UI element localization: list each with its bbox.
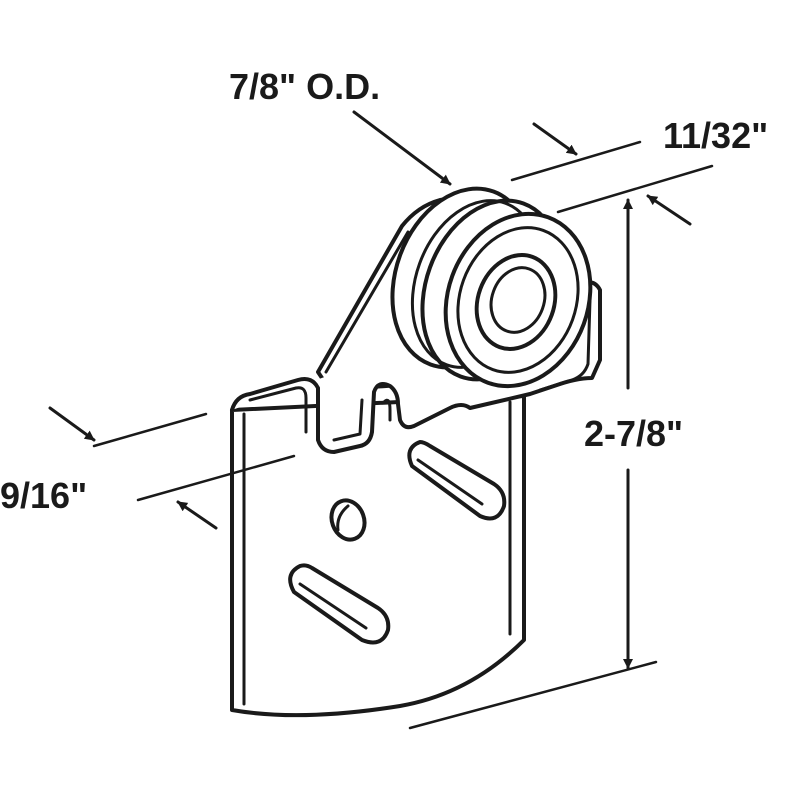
depth-extension-line-1 (92, 412, 208, 448)
overall-height-label: 2-7/8" (584, 413, 684, 454)
od-leader-arrow (352, 110, 452, 186)
bracket-plate (230, 394, 526, 718)
lower-slot (288, 563, 391, 645)
roller-diameter-label: 7/8" O.D. (229, 66, 381, 107)
width-extension-line-1 (510, 140, 642, 182)
roller-width-label: 11/32" (663, 115, 769, 156)
bracket-depth-label: 9/16" (0, 475, 88, 516)
roller-wheel (390, 186, 593, 389)
width-arrow-2 (646, 194, 692, 226)
upper-slot (407, 440, 507, 521)
depth-arrow-1 (48, 406, 96, 442)
width-extension-line-2 (556, 164, 714, 214)
mounting-holes (288, 440, 507, 645)
depth-arrow-2 (176, 500, 218, 530)
round-hole (329, 498, 367, 542)
height-extension-line-bottom (408, 660, 658, 730)
depth-extension-line-2 (136, 454, 296, 502)
width-arrow-1 (532, 122, 578, 156)
